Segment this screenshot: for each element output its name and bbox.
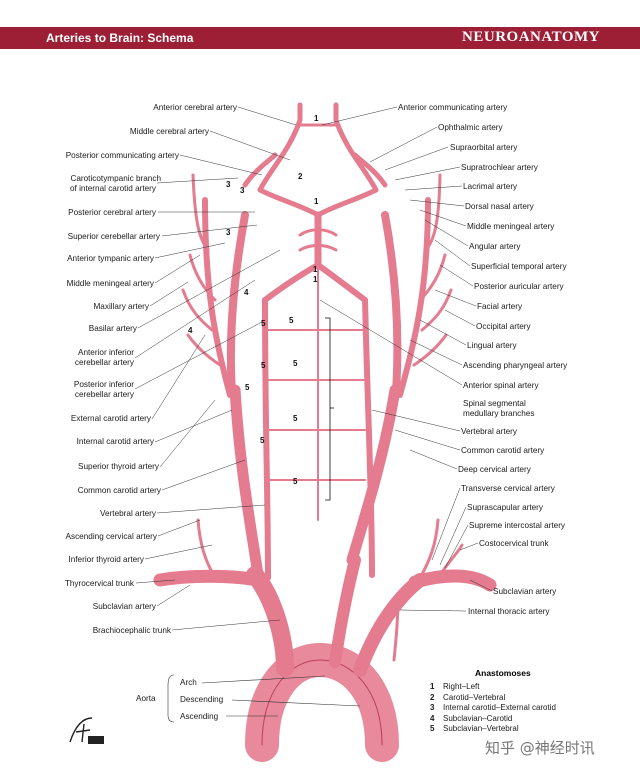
label-aorta: Aorta [136, 694, 156, 703]
header-section: NEUROANATOMY [462, 29, 600, 45]
label-lacrimal-artery: Lacrimal artery [463, 182, 518, 191]
label-supratrochlear-artery: Supratrochlear artery [461, 163, 538, 172]
label-anterior-communicating-artery: Anterior communicating artery [398, 103, 508, 112]
label-middle-cerebral-artery: Middle cerebral artery [129, 127, 209, 136]
label-caroticotympanic-branch: Caroticotympanic branch [70, 174, 161, 183]
anastomosis-number: 3 [226, 228, 231, 237]
label-posterior-communicating-artery: Posterior communicating artery [65, 151, 179, 160]
label-subclavian-artery-right: Subclavian artery [493, 587, 557, 596]
header-title: Arteries to Brain: Schema [46, 31, 194, 45]
label-internal-carotid-artery: Internal carotid artery [76, 437, 154, 446]
label-vertebral-artery-left: Vertebral artery [100, 509, 156, 518]
label-transverse-cervical-artery: Transverse cervical artery [461, 484, 555, 493]
anastomosis-number: 1 [314, 197, 319, 206]
label-cerebellar-artery-aica: cerebellar artery [74, 358, 134, 367]
header-bar: Arteries to Brain: Schema NEUROANATOMY [0, 27, 640, 49]
label-occipital-artery: Occipital artery [476, 322, 531, 331]
label-maxillary-artery: Maxillary artery [93, 302, 149, 311]
artist-signature-logo [69, 717, 104, 744]
label-basilar-artery: Basilar artery [88, 324, 137, 333]
label-of-internal-carotid-artery: of internal carotid artery [69, 184, 156, 193]
label-facial-artery: Facial artery [477, 302, 523, 311]
anastomosis-number: 5 [289, 316, 294, 325]
legend-title: Anastomoses [475, 668, 531, 678]
label-external-carotid-artery: External carotid artery [70, 414, 151, 423]
label-ascending-pharyngeal-artery: Ascending pharyngeal artery [463, 361, 568, 370]
anastomosis-number: 4 [244, 288, 249, 297]
label-suprascapular-artery: Suprascapular artery [467, 503, 543, 512]
label-common-carotid-artery-right: Common carotid artery [461, 446, 545, 455]
anastomosis-number: 5 [260, 436, 265, 445]
label-deep-cervical-artery: Deep cervical artery [458, 465, 531, 474]
anastomosis-number: 4 [188, 326, 193, 335]
anastomosis-number: 1 [313, 275, 318, 284]
label-middle-meningeal-artery-right: Middle meningeal artery [467, 222, 555, 231]
label-superior-thyroid-artery: Superior thyroid artery [78, 462, 159, 471]
anastomosis-number: 2 [298, 172, 303, 181]
label-posterior-auricular-artery: Posterior auricular artery [474, 282, 564, 291]
label-anterior-tympanic-artery: Anterior tympanic artery [67, 254, 154, 263]
label-superficial-temporal-artery: Superficial temporal artery [471, 262, 567, 271]
label-posterior-cerebral-artery: Posterior cerebral artery [68, 208, 156, 217]
anastomosis-number: 5 [293, 414, 298, 423]
label-angular-artery: Angular artery [469, 242, 521, 251]
label-anterior-spinal-artery: Anterior spinal artery [463, 381, 539, 390]
label-cerebellar-artery-pica: cerebellar artery [74, 390, 134, 399]
label-lingual-artery: Lingual artery [467, 341, 517, 350]
label-middle-meningeal-artery-left: Middle meningeal artery [66, 279, 154, 288]
label-costocervical-trunk: Costocervical trunk [479, 539, 549, 548]
label-supraorbital-artery: Supraorbital artery [450, 143, 518, 152]
anastomosis-number: 5 [261, 361, 266, 370]
anastomosis-number: 1 [313, 265, 318, 274]
label-subclavian-artery-left: Subclavian artery [92, 602, 156, 611]
label-vertebral-artery-right: Vertebral artery [461, 427, 517, 436]
anastomosis-number: 3 [226, 180, 231, 189]
label-medullary-branches: medullary branches [463, 409, 535, 418]
label-internal-thoracic-artery: Internal thoracic artery [468, 607, 550, 616]
label-inferior-thyroid-artery: Inferior thyroid artery [68, 555, 144, 564]
label-ophthalmic-artery: Ophthalmic artery [438, 123, 503, 132]
anastomosis-number: 5 [261, 319, 266, 328]
anastomosis-number: 5 [245, 383, 250, 392]
label-dorsal-nasal-artery: Dorsal nasal artery [465, 202, 534, 211]
label-supreme-intercostal-artery: Supreme intercostal artery [469, 521, 566, 530]
label-aorta-arch: Arch [180, 678, 197, 687]
anastomosis-number: 1 [314, 114, 319, 123]
label-common-carotid-artery-left: Common carotid artery [77, 486, 161, 495]
label-aorta-descending: Descending [180, 695, 224, 704]
label-anterior-cerebral-artery: Anterior cerebral artery [153, 103, 237, 112]
anastomosis-number: 5 [293, 477, 298, 486]
label-spinal-segmental: Spinal segmental [463, 399, 526, 408]
anastomosis-number: 5 [293, 359, 298, 368]
label-thyrocervical-trunk: Thyrocervical trunk [64, 579, 134, 588]
anastomosis-number: 3 [240, 186, 245, 195]
label-brachiocephalic-trunk: Brachiocephalic trunk [92, 626, 171, 635]
label-aorta-ascending: Ascending [180, 712, 219, 721]
label-superior-cerebellar-artery: Superior cerebellar artery [67, 232, 160, 241]
watermark: 知乎 @神经时讯 [485, 739, 595, 757]
label-posterior-inferior: Posterior inferior [73, 380, 134, 389]
label-ascending-cervical-artery: Ascending cervical artery [65, 532, 157, 541]
label-anterior-inferior: Anterior inferior [78, 348, 134, 357]
